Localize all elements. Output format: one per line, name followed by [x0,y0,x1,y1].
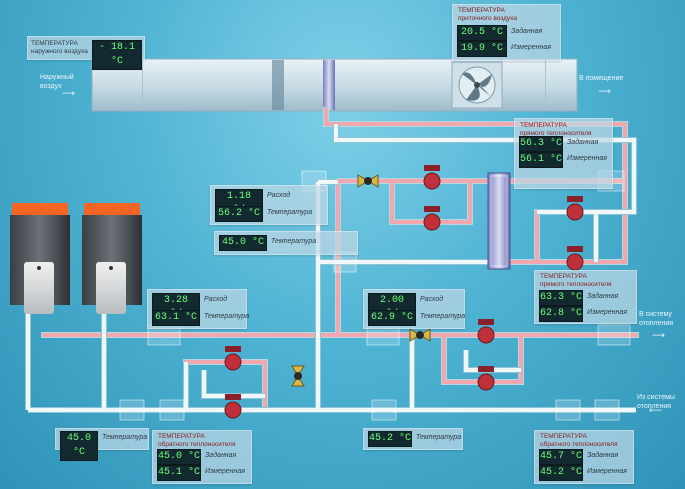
air-duct [91,58,578,112]
valve-icon[interactable] [291,365,305,387]
heating-return-meas-value: 45.2 °C [539,465,583,481]
vent-direct-set-value: 56.3 °C [519,136,563,152]
valve-icon[interactable] [409,328,431,342]
pump-icon[interactable] [566,246,584,271]
boiler-return-value: 45.0 °C [60,431,98,461]
to-room-label: В помещение [579,75,624,82]
temp-label: Температура [416,434,462,441]
outlet-arrow-icon: ⟶ [598,86,611,96]
supply-air-set-value: 20.5 °C [457,25,507,41]
pump-icon[interactable] [224,394,242,419]
cold-pipes [25,124,637,413]
boiler-return-panel: 45.0 °C Температура [55,428,149,461]
set-label: Заданная [587,293,619,300]
temp-label: Температура [271,238,317,245]
meas-label: Измеренная [205,468,245,475]
supply-air-meas-value: 19.9 °C [457,41,507,57]
boiler-return-set-value: 45.0 °C [157,449,201,465]
vent-flow-panel: 1.18 м³/ч Расход 56.2 °C Температура [210,185,328,225]
heating-temp-value: 62.9 °C [368,310,416,326]
vent-return-panel: 45.0 °C Температура [214,231,358,255]
set-label: Заданная [587,452,619,459]
boiler-temp-value: 63.1 °C [152,310,200,326]
vent-return-value: 45.0 °C [219,235,267,251]
pump-icon[interactable] [423,206,441,231]
heating-return-set-value: 45.7 °C [539,449,583,465]
pump-icon[interactable] [420,165,444,190]
pump-icon[interactable] [477,366,495,391]
heating-flow-panel: 2.00 м³/ч Расход 62.9 °C Температура [363,289,465,329]
heat-exchanger-icon[interactable] [487,172,511,270]
fan-icon[interactable] [451,61,503,109]
meas-label: Измеренная [511,44,551,51]
vent-temp-value: 56.2 °C [215,206,263,222]
meas-label: Измеренная [587,468,627,475]
boiler-icon[interactable] [10,203,70,314]
heating-direct-meas-value: 62.8 °C [539,306,583,322]
inlet-arrow-icon: ⟶ [62,88,75,98]
temp-label: Температура [267,209,313,216]
set-label: Заданная [511,28,543,35]
valve-icon[interactable] [357,174,379,188]
vent-direct-meas-value: 56.1 °C [519,152,563,168]
meas-label: Измеренная [567,155,607,162]
meas-label: Измеренная [587,309,627,316]
temp-label: Температура [420,313,466,320]
pump-icon[interactable] [477,319,495,344]
heating-return-value: 45.2 °C [368,431,412,447]
from-system-arrow-icon: ⟵ [649,405,662,415]
flow-label: Расход [267,192,291,199]
pump-icon[interactable] [566,196,584,221]
boiler-icon[interactable] [82,203,142,314]
outdoor-temp-value: - 18.1 °C [92,40,142,70]
heating-direct-set-value: 63.3 °C [539,290,583,306]
boiler-flow-panel: 3.28 м³/ч Расход 63.1 °C Температура [147,289,250,329]
flow-label: Расход [204,296,228,303]
set-label: Заданная [205,452,237,459]
heating-return-panel: 45.2 °C Температура [363,428,463,450]
boiler-return-meas-value: 45.1 °C [157,465,201,481]
temp-label: Температура [204,313,250,320]
set-label: Заданная [567,139,599,146]
to-system-arrow-icon: ⟶ [652,330,665,340]
temp-label: Температура [102,434,148,441]
flow-label: Расход [420,296,444,303]
pump-icon[interactable] [224,346,242,371]
